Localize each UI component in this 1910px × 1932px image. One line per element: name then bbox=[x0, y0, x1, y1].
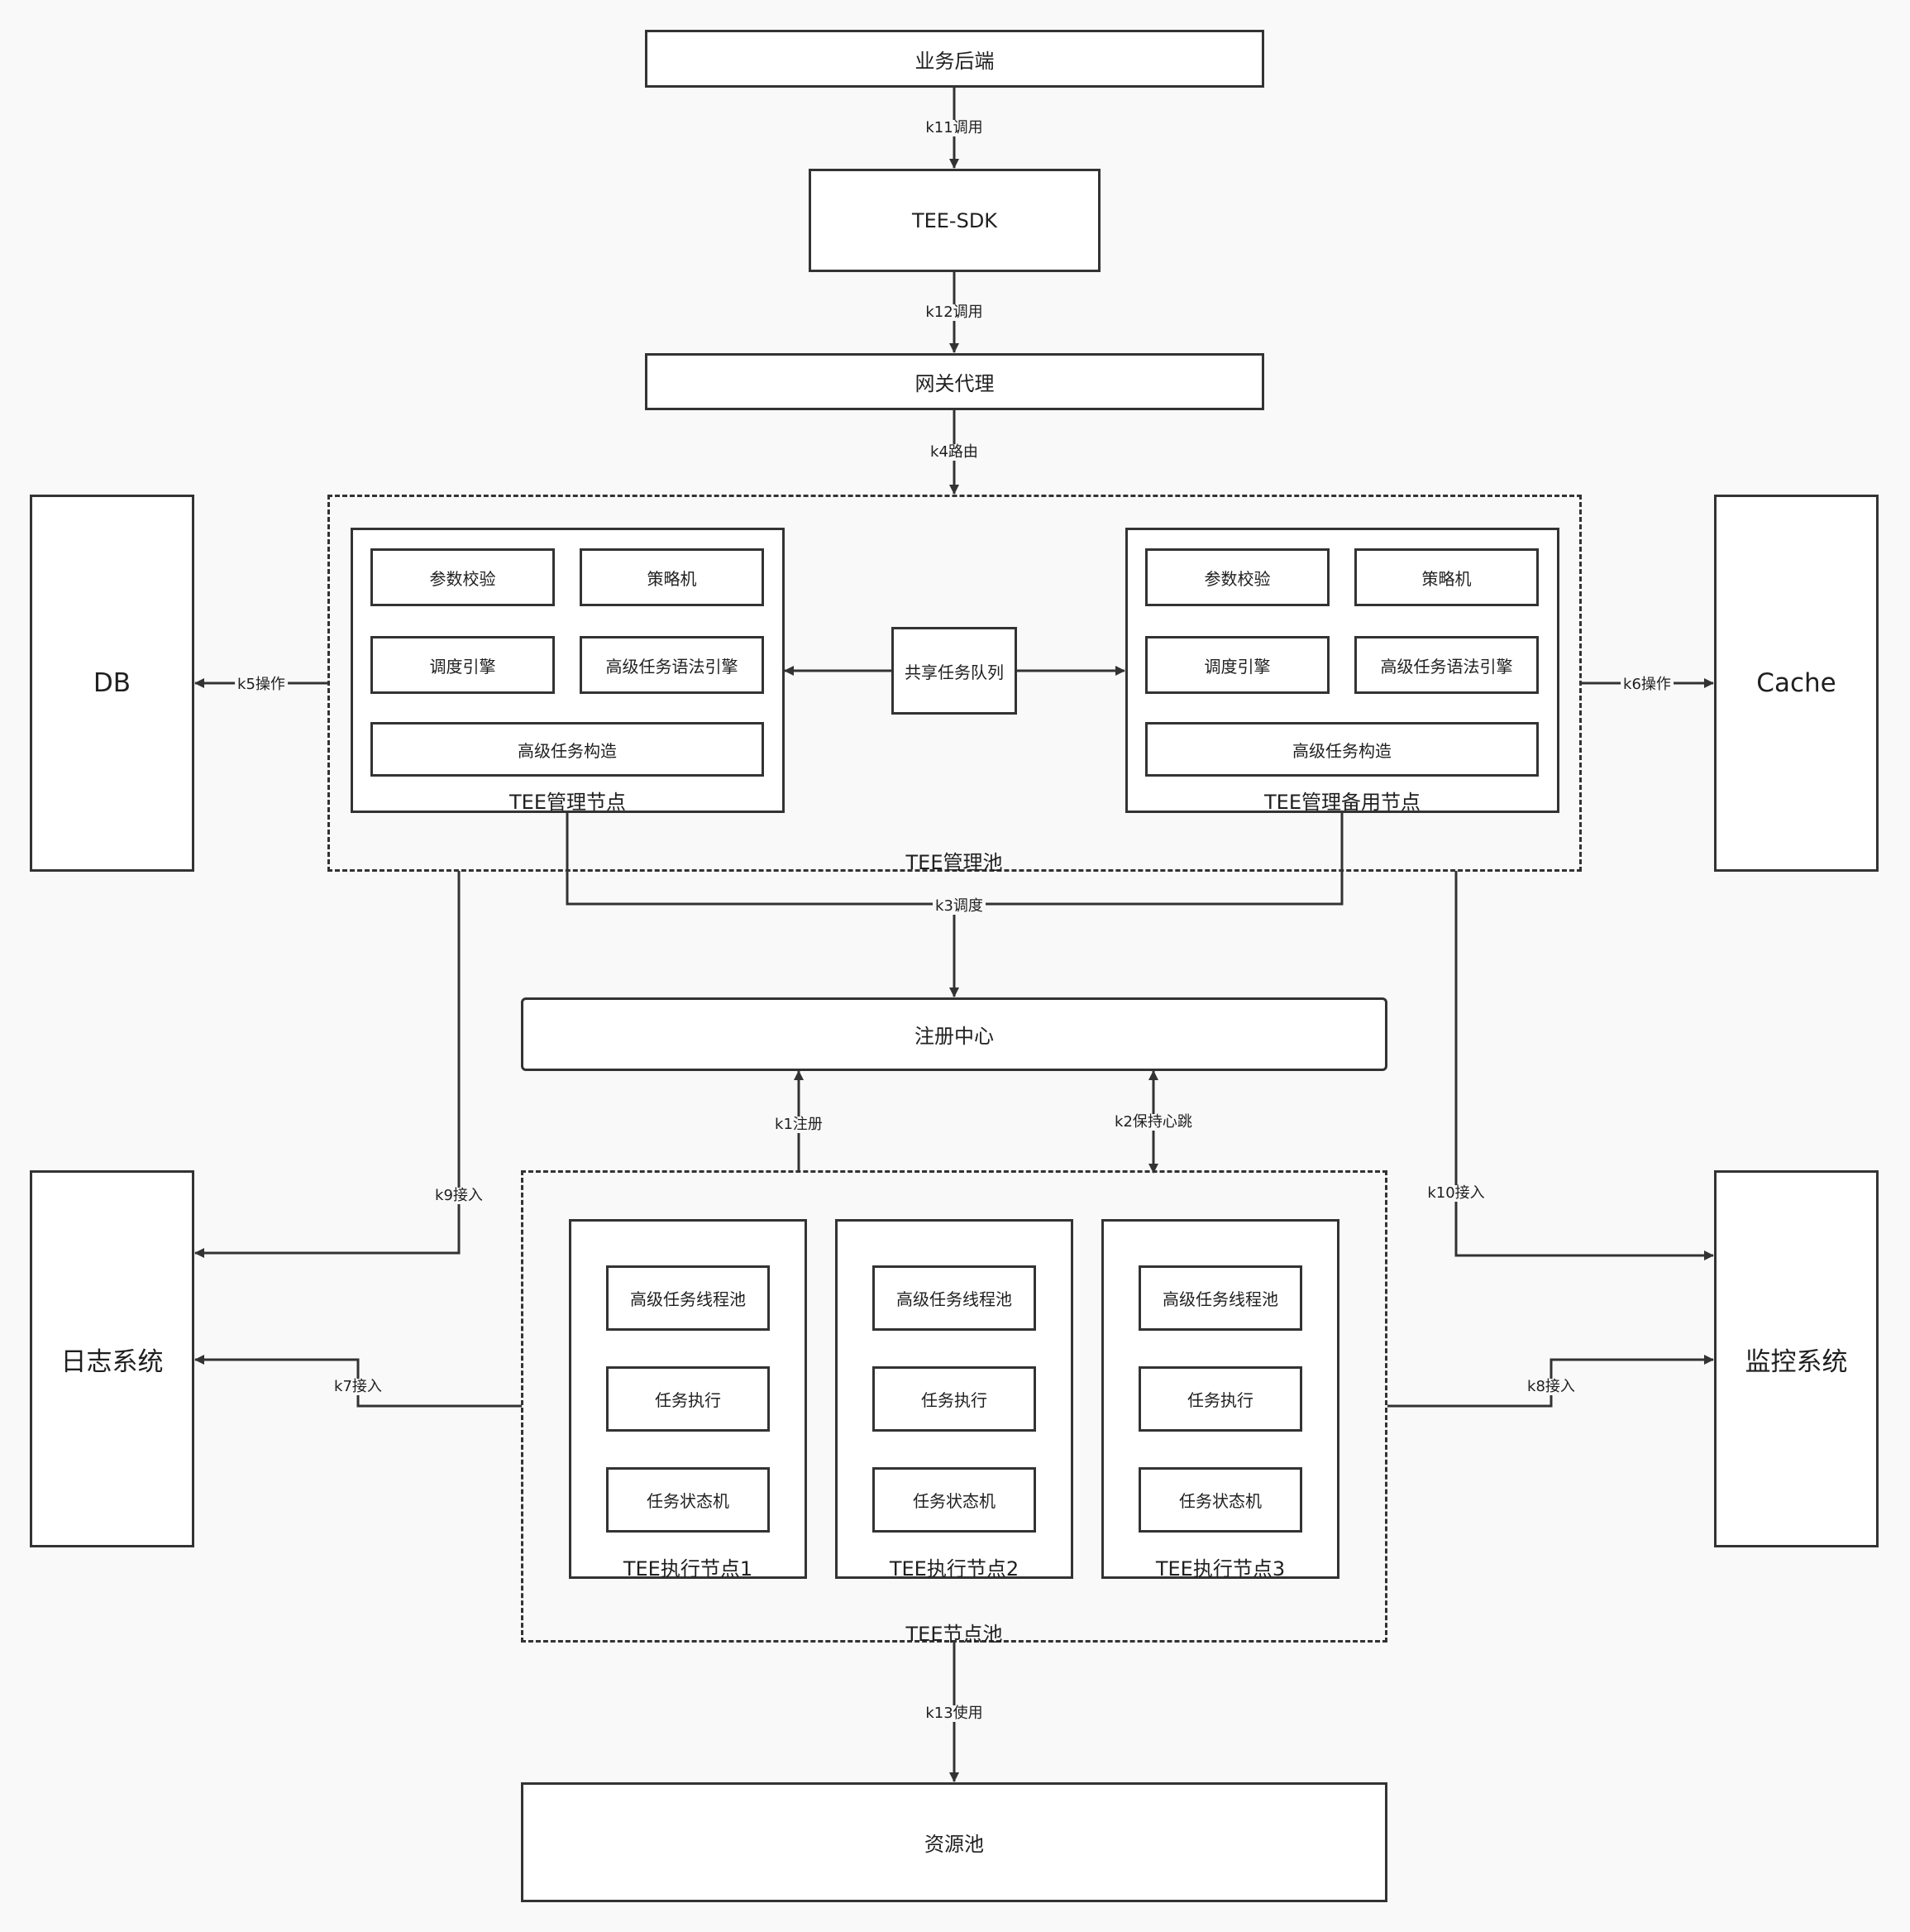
cache-label: Cache bbox=[1756, 668, 1836, 698]
log-system-label: 日志系统 bbox=[60, 1346, 164, 1377]
edge-label-k4: k4路由 bbox=[928, 444, 981, 461]
tee-management-node-title: TEE管理节点 bbox=[509, 791, 626, 814]
tee-management-pool-title: TEE管理池 bbox=[905, 851, 1003, 874]
db-label: DB bbox=[93, 668, 131, 698]
edge-label-k7: k7接入 bbox=[332, 1379, 384, 1395]
tee-node-pool-title: TEE节点池 bbox=[905, 1623, 1003, 1646]
resource-pool-box[interactable]: 资源池 bbox=[521, 1782, 1387, 1902]
backup-task-builder[interactable]: 高级任务构造 bbox=[1145, 722, 1539, 777]
primary-param-check[interactable]: 参数校验 bbox=[370, 548, 555, 606]
shared-task-queue[interactable]: 共享任务队列 bbox=[891, 627, 1017, 715]
gateway-label: 网关代理 bbox=[914, 372, 995, 395]
exec3-thread-pool[interactable]: 高级任务线程池 bbox=[1139, 1265, 1302, 1331]
primary-policy-engine[interactable]: 策略机 bbox=[580, 548, 764, 606]
edge-label-k9: k9接入 bbox=[432, 1188, 485, 1204]
tee-backup-node-title: TEE管理备用节点 bbox=[1264, 791, 1421, 814]
tee-exec-node-3-title: TEE执行节点3 bbox=[1155, 1557, 1286, 1581]
edge-label-k12: k12调用 bbox=[923, 304, 986, 321]
backup-policy-engine[interactable]: 策略机 bbox=[1354, 548, 1539, 606]
backup-syntax-engine[interactable]: 高级任务语法引擎 bbox=[1354, 636, 1539, 694]
business-backend-box[interactable]: 业务后端 bbox=[645, 30, 1264, 88]
monitor-system-label: 监控系统 bbox=[1745, 1346, 1848, 1377]
primary-syntax-engine[interactable]: 高级任务语法引擎 bbox=[580, 636, 764, 694]
backup-scheduler[interactable]: 调度引擎 bbox=[1145, 636, 1330, 694]
log-system-box[interactable]: 日志系统 bbox=[30, 1170, 194, 1547]
edge-label-k8: k8接入 bbox=[1525, 1379, 1578, 1395]
exec2-state-machine[interactable]: 任务状态机 bbox=[872, 1467, 1036, 1533]
edge-label-k2: k2保持心跳 bbox=[1112, 1114, 1195, 1131]
registry-box[interactable]: 注册中心 bbox=[521, 997, 1387, 1071]
edge-label-k5: k5操作 bbox=[235, 677, 288, 693]
cache-box[interactable]: Cache bbox=[1714, 495, 1879, 872]
exec1-state-machine[interactable]: 任务状态机 bbox=[606, 1467, 770, 1533]
primary-task-builder[interactable]: 高级任务构造 bbox=[370, 722, 764, 777]
edge-k3-backup bbox=[954, 812, 1344, 906]
tee-management-pool bbox=[327, 495, 1582, 872]
primary-scheduler[interactable]: 调度引擎 bbox=[370, 636, 555, 694]
tee-sdk-label: TEE-SDK bbox=[911, 208, 998, 232]
edge-label-k6: k6操作 bbox=[1621, 677, 1674, 693]
gateway-box[interactable]: 网关代理 bbox=[645, 353, 1264, 410]
exec1-thread-pool[interactable]: 高级任务线程池 bbox=[606, 1265, 770, 1331]
exec3-task-execution[interactable]: 任务执行 bbox=[1139, 1366, 1302, 1432]
business-backend-label: 业务后端 bbox=[914, 49, 995, 73]
resource-pool-label: 资源池 bbox=[924, 1833, 984, 1856]
edge-label-k3: k3调度 bbox=[933, 898, 986, 915]
edge-k9 bbox=[194, 871, 461, 1258]
monitor-system-box[interactable]: 监控系统 bbox=[1714, 1170, 1879, 1547]
registry-label: 注册中心 bbox=[914, 1025, 994, 1048]
exec2-thread-pool[interactable]: 高级任务线程池 bbox=[872, 1265, 1036, 1331]
exec1-task-execution[interactable]: 任务执行 bbox=[606, 1366, 770, 1432]
tee-exec-node-1-title: TEE执行节点1 bbox=[623, 1557, 753, 1581]
exec3-state-machine[interactable]: 任务状态机 bbox=[1139, 1467, 1302, 1533]
edge-k10 bbox=[1454, 871, 1714, 1260]
db-box[interactable]: DB bbox=[30, 495, 194, 872]
edge-label-k11: k11调用 bbox=[923, 120, 986, 136]
edge-label-k10: k10接入 bbox=[1425, 1185, 1487, 1202]
tee-exec-node-2-title: TEE执行节点2 bbox=[889, 1557, 1019, 1581]
tee-node-pool bbox=[521, 1170, 1387, 1643]
tee-sdk-box[interactable]: TEE-SDK bbox=[809, 169, 1101, 272]
backup-param-check[interactable]: 参数校验 bbox=[1145, 548, 1330, 606]
edge-k3-primary bbox=[566, 812, 954, 906]
edge-label-k13: k13使用 bbox=[923, 1705, 986, 1722]
exec2-task-execution[interactable]: 任务执行 bbox=[872, 1366, 1036, 1432]
edge-label-k1: k1注册 bbox=[772, 1117, 825, 1133]
